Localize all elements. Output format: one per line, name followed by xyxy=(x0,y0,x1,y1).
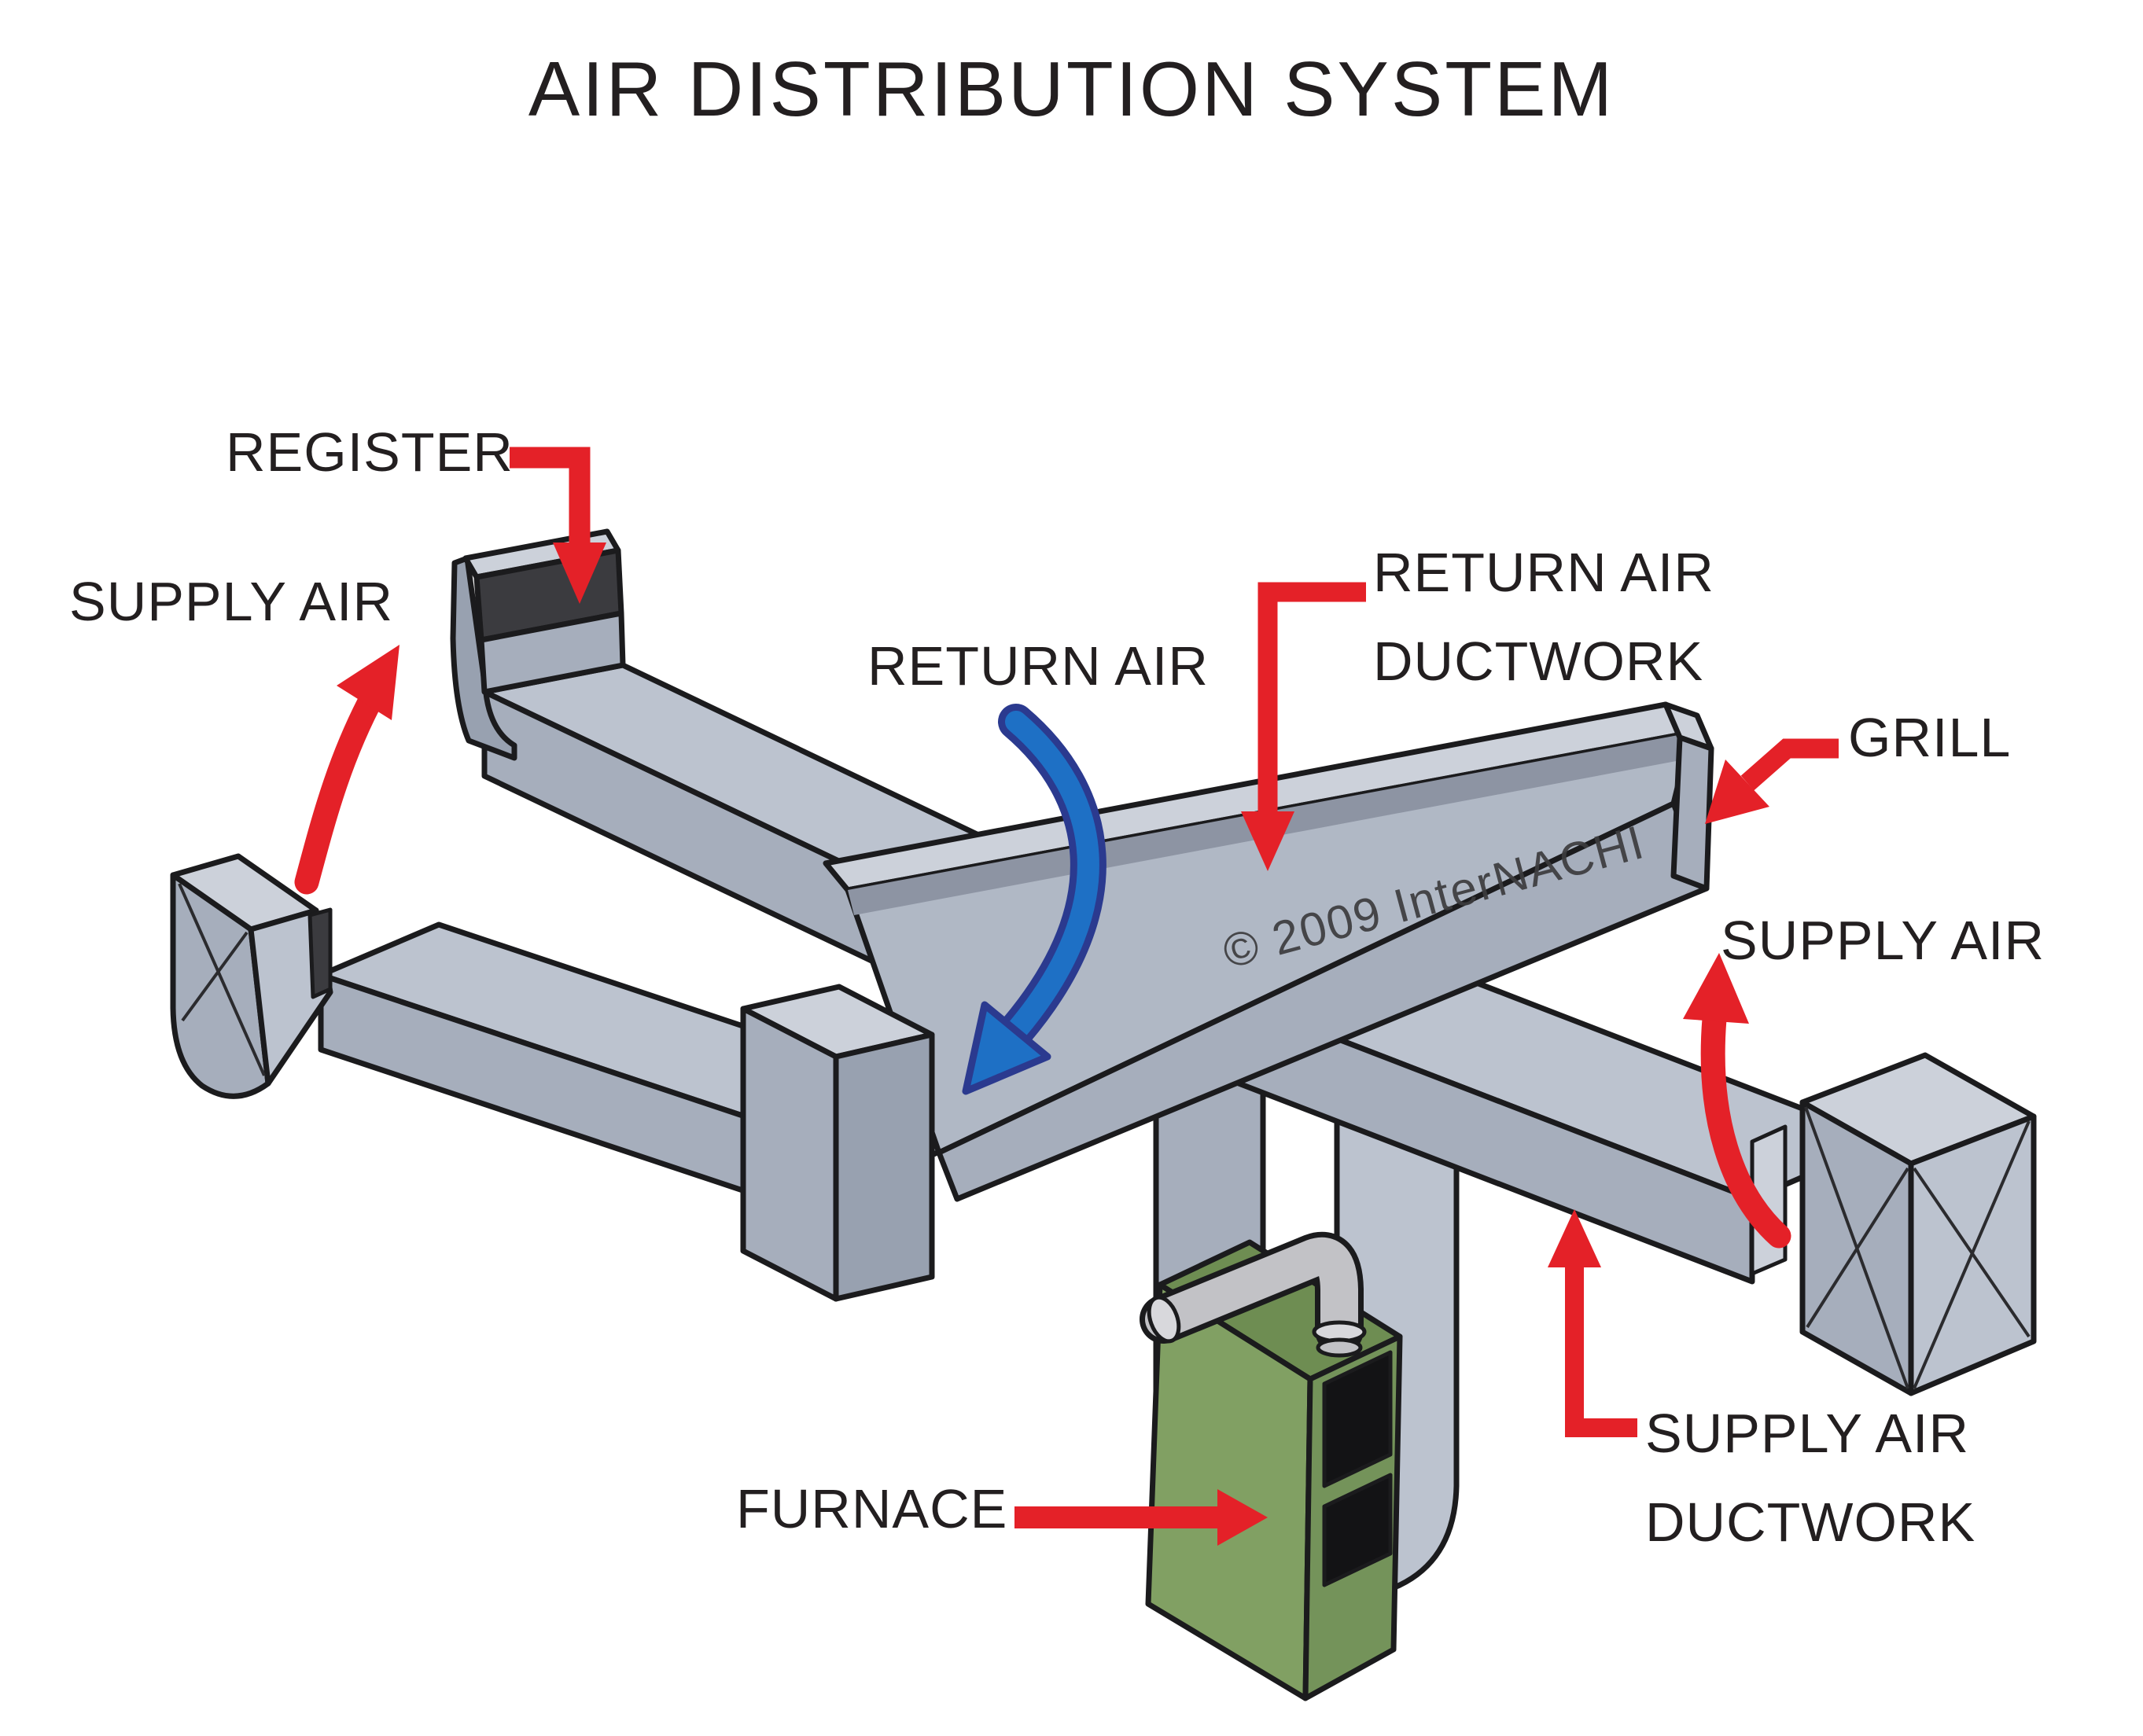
supply-air-ductwork-label-line2: DUCTWORK xyxy=(1645,1491,1976,1554)
furnace-arrow xyxy=(1014,1489,1268,1546)
supply-air-ductwork-arrow xyxy=(1548,1209,1637,1437)
supply-air-left-label: SUPPLY AIR xyxy=(69,571,394,632)
return-air-label: RETURN AIR xyxy=(867,635,1209,697)
return-air-arrow xyxy=(962,704,1106,1095)
furnace-grille-upper xyxy=(1322,1350,1393,1488)
right-boot-x-line-4 xyxy=(1913,1120,2031,1389)
register-arrow xyxy=(510,447,606,604)
diagram-title: AIR DISTRIBUTION SYSTEM xyxy=(528,46,1615,132)
left-register-boot xyxy=(170,853,333,1099)
grill-arrow xyxy=(1705,738,1839,824)
return-air-ductwork-label-line1: RETURN AIR xyxy=(1373,542,1714,603)
left-boot-register xyxy=(307,907,333,999)
return-air-ductwork-label-line2: DUCTWORK xyxy=(1373,631,1704,693)
register-label: REGISTER xyxy=(226,421,514,483)
supply-air-ductwork-label-line1: SUPPLY AIR xyxy=(1645,1403,1970,1464)
return-duct-end-box-left xyxy=(740,1006,839,1302)
supply-air-left-arrow xyxy=(294,645,400,895)
grill-label: GRILL xyxy=(1848,707,2012,768)
left-boot-x-line-2 xyxy=(181,931,249,1022)
left-boot-end-face xyxy=(170,872,271,1099)
supply-air-ductwork-label: SUPPLY AIR DUCTWORK xyxy=(1645,1389,1975,1568)
furnace-label: FURNACE xyxy=(736,1478,1008,1539)
right-boot-x-line-2 xyxy=(1806,1167,1909,1329)
register-riser-front xyxy=(478,610,626,695)
flue-pipe-collar-2 xyxy=(1316,1337,1363,1358)
furnace-grille-lower xyxy=(1322,1473,1393,1587)
supply-air-right-label: SUPPLY AIR xyxy=(1721,910,2045,971)
supply-air-right-arrow xyxy=(1683,953,1791,1249)
right-register-boot xyxy=(1799,1052,2037,1396)
return-duct-end-box-front xyxy=(833,1032,935,1302)
return-air-ductwork-label: RETURN AIR DUCTWORK xyxy=(1373,528,1714,707)
return-air-ductwork-arrow xyxy=(1241,582,1366,871)
flue-pipe xyxy=(1145,1237,1358,1349)
register-riser-left-face xyxy=(450,555,517,761)
furnace xyxy=(1140,1231,1403,1701)
left-boot-x-line-1 xyxy=(178,883,266,1076)
grill-end-face xyxy=(1670,734,1714,892)
flue-pipe-end-cap xyxy=(1147,1295,1181,1344)
